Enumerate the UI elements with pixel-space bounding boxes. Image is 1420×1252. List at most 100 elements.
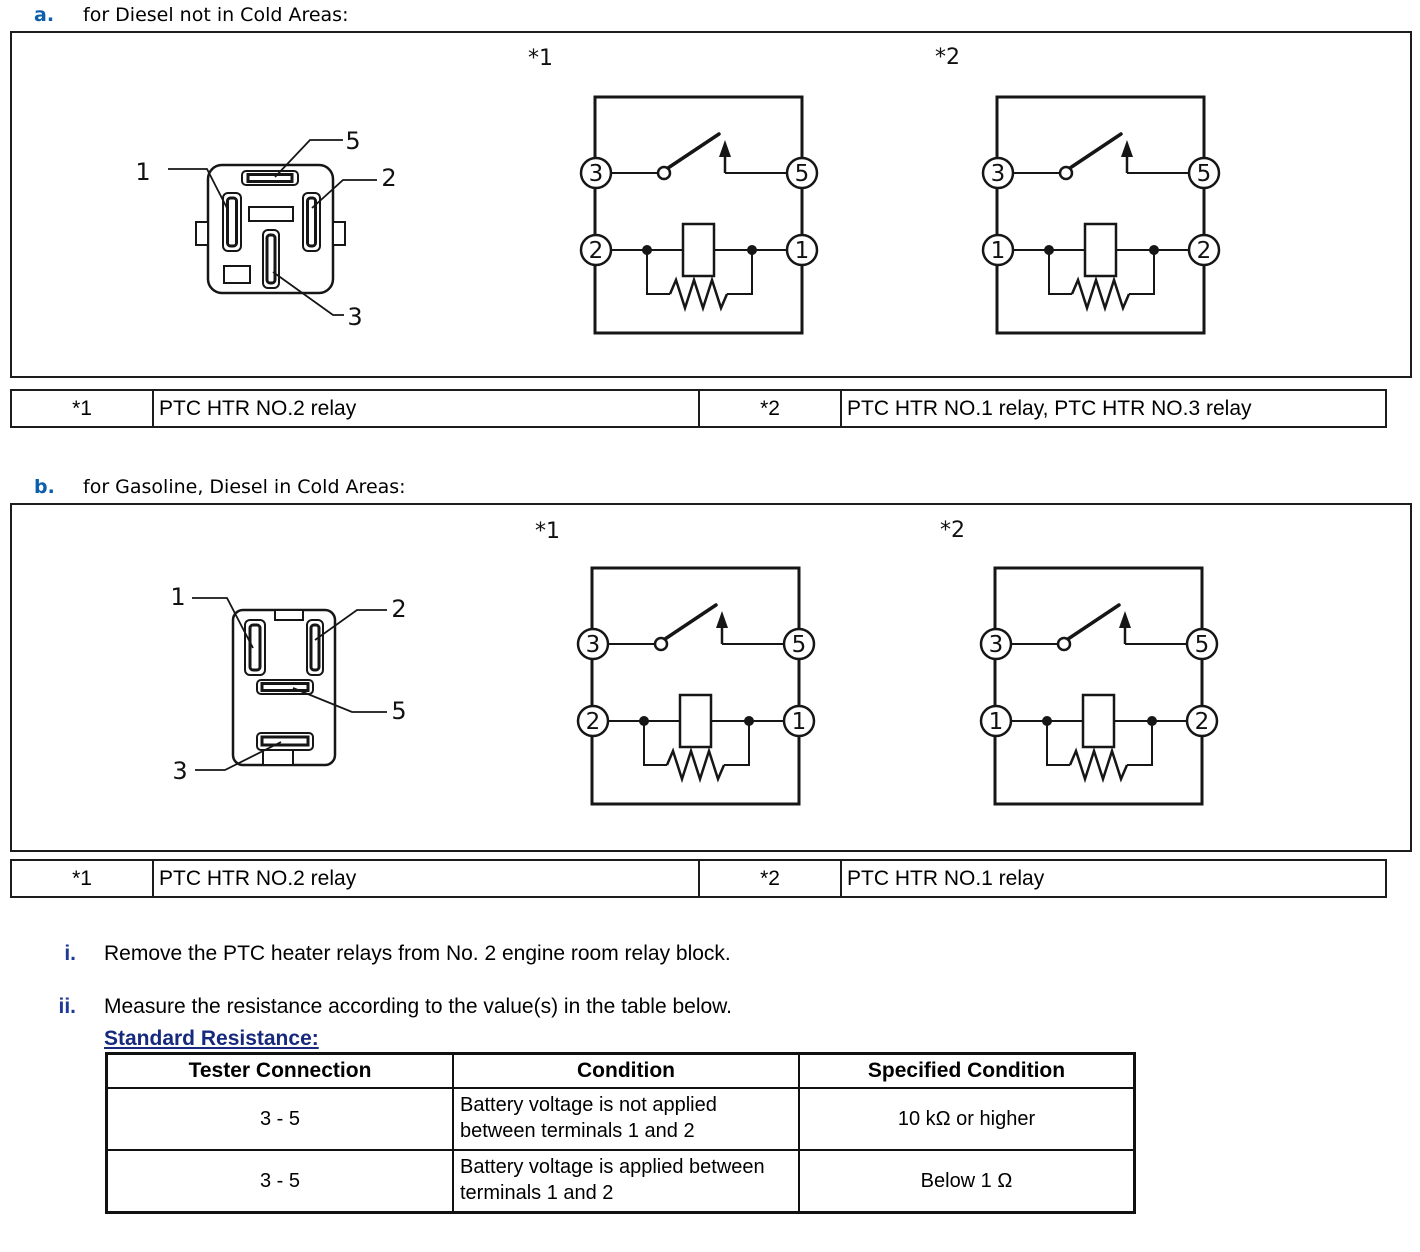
relay-a-pin5-lead bbox=[274, 139, 343, 178]
column-header-tester-connection: Tester Connection bbox=[108, 1055, 454, 1087]
switch-contact bbox=[656, 165, 672, 181]
terminal-label: 1 bbox=[792, 709, 807, 735]
relay-coil bbox=[1083, 222, 1118, 278]
step-ii: ii. Measure the resistance according to … bbox=[0, 995, 1420, 1023]
switch-arrow bbox=[1121, 140, 1133, 157]
circuit-a-2-tag: *2 bbox=[935, 45, 960, 70]
resistor bbox=[665, 746, 726, 784]
resistor bbox=[668, 275, 729, 313]
terminal-label: 5 bbox=[795, 161, 810, 187]
terminal-label: 2 bbox=[589, 238, 604, 264]
relay-connector-a-diagram: 1 5 2 3 bbox=[135, 127, 396, 331]
relay-a-pin2-lead bbox=[311, 179, 377, 209]
circuit-b-1-diagram: 3 5 2 1 bbox=[576, 566, 816, 806]
legend-value: PTC HTR NO.1 relay, PTC HTR NO.3 relay bbox=[847, 396, 1252, 420]
circuit-b-2-diagram: 3 5 1 2 bbox=[979, 566, 1219, 806]
terminal-label: 2 bbox=[586, 709, 601, 735]
terminal bbox=[576, 704, 610, 738]
terminal-label: 2 bbox=[1195, 709, 1210, 735]
cell-specified-condition: Below 1 Ω bbox=[920, 1169, 1013, 1192]
terminal-label: 5 bbox=[1197, 161, 1212, 187]
relay-b-pin5-label: 5 bbox=[391, 697, 406, 725]
legend-value: PTC HTR NO.1 relay bbox=[847, 866, 1045, 890]
switch-blade bbox=[1068, 132, 1123, 170]
table-header-row: Tester Connection Condition Specified Co… bbox=[108, 1055, 1133, 1087]
relay-b-pin1-label: 1 bbox=[170, 583, 185, 611]
column-header-condition: Condition bbox=[454, 1055, 800, 1087]
terminal bbox=[579, 233, 613, 267]
circuit-a-1-tag: *1 bbox=[528, 46, 553, 71]
cell-condition: Battery voltage is applied between termi… bbox=[454, 1151, 800, 1211]
terminal-label: 1 bbox=[795, 238, 810, 264]
resistor bbox=[1070, 275, 1131, 313]
section-b-diagram-box bbox=[10, 503, 1412, 852]
legend-value: PTC HTR NO.2 relay bbox=[154, 861, 700, 896]
relay-b-top-notch bbox=[274, 609, 304, 621]
table-row: 3 - 5 Battery voltage is applied between… bbox=[108, 1149, 1133, 1211]
relay-b-bottom-notch bbox=[262, 748, 294, 766]
relay-b-pin1-slot bbox=[244, 619, 266, 676]
relay-b-pin3-label: 3 bbox=[172, 757, 187, 785]
relay-b-pin3-lead bbox=[195, 741, 282, 771]
relay-a-right-tab bbox=[332, 221, 346, 246]
terminal bbox=[1185, 627, 1219, 661]
relay-b-pin5-lead bbox=[292, 687, 387, 713]
relay-a-pin5-label: 5 bbox=[345, 127, 360, 155]
relay-a-keyway bbox=[223, 265, 251, 284]
terminal bbox=[1187, 156, 1221, 190]
relay-connector-b-diagram: 1 2 5 3 bbox=[170, 583, 406, 785]
terminal-label: 1 bbox=[991, 238, 1006, 264]
terminal-label: 3 bbox=[586, 632, 601, 658]
section-a-title: for Diesel not in Cold Areas: bbox=[83, 4, 349, 26]
circuit-a-2-diagram: 3 5 1 2 bbox=[981, 95, 1221, 335]
switch-arrow bbox=[719, 140, 731, 157]
step-i-text: Remove the PTC heater relays from No. 2 … bbox=[104, 942, 731, 965]
legend-value: PTC HTR NO.2 relay bbox=[154, 391, 700, 426]
section-b-title: for Gasoline, Diesel in Cold Areas: bbox=[83, 476, 406, 498]
terminal-label: 3 bbox=[991, 161, 1006, 187]
relay-a-center-slot bbox=[248, 206, 294, 222]
standard-resistance-title: Standard Resistance: bbox=[104, 1027, 319, 1050]
terminal bbox=[785, 156, 819, 190]
terminal bbox=[782, 704, 816, 738]
relay-b-pin2-label: 2 bbox=[391, 595, 406, 623]
section-b-legend-table: *1 PTC HTR NO.2 relay *2 PTC HTR NO.1 re… bbox=[10, 859, 1387, 898]
relay-a-pin1-slot bbox=[222, 192, 242, 252]
relay-coil bbox=[681, 222, 716, 278]
switch-arrow bbox=[1119, 611, 1131, 628]
circuit-b-2-tag: *2 bbox=[940, 518, 965, 543]
step-ii-label: ii. bbox=[58, 995, 76, 1018]
standard-resistance-table: Tester Connection Condition Specified Co… bbox=[105, 1052, 1136, 1214]
relay-a-pin1-label: 1 bbox=[135, 158, 150, 186]
terminal bbox=[1185, 704, 1219, 738]
switch-blade bbox=[666, 132, 721, 170]
terminal bbox=[785, 233, 819, 267]
relay-a-pin3-label: 3 bbox=[347, 303, 362, 331]
switch-contact bbox=[653, 636, 669, 652]
terminal-label: 1 bbox=[989, 709, 1004, 735]
relay-a-pin2-slot bbox=[302, 192, 321, 252]
terminal-label: 3 bbox=[989, 632, 1004, 658]
switch-contact bbox=[1056, 636, 1072, 652]
terminal bbox=[981, 233, 1015, 267]
section-b-label: b. bbox=[34, 476, 55, 498]
terminal bbox=[579, 156, 613, 190]
table-row: 3 - 5 Battery voltage is not applied bet… bbox=[108, 1087, 1133, 1149]
cell-condition: Battery voltage is not applied between t… bbox=[454, 1089, 800, 1149]
terminal bbox=[981, 156, 1015, 190]
section-b-heading: b. for Gasoline, Diesel in Cold Areas: bbox=[0, 476, 1420, 502]
terminal bbox=[576, 627, 610, 661]
terminal-label: 2 bbox=[1197, 238, 1212, 264]
legend-key: *2 bbox=[700, 861, 842, 896]
terminal bbox=[979, 704, 1013, 738]
legend-key: *2 bbox=[700, 391, 842, 426]
switch-blade bbox=[663, 603, 718, 641]
section-a-label: a. bbox=[34, 4, 55, 26]
terminal-label: 3 bbox=[589, 161, 604, 187]
step-i: i. Remove the PTC heater relays from No.… bbox=[0, 942, 1420, 970]
cell-tester-connection: 3 - 5 bbox=[108, 1151, 454, 1211]
terminal bbox=[782, 627, 816, 661]
legend-key: *1 bbox=[12, 861, 154, 896]
relay-coil bbox=[1081, 693, 1116, 749]
